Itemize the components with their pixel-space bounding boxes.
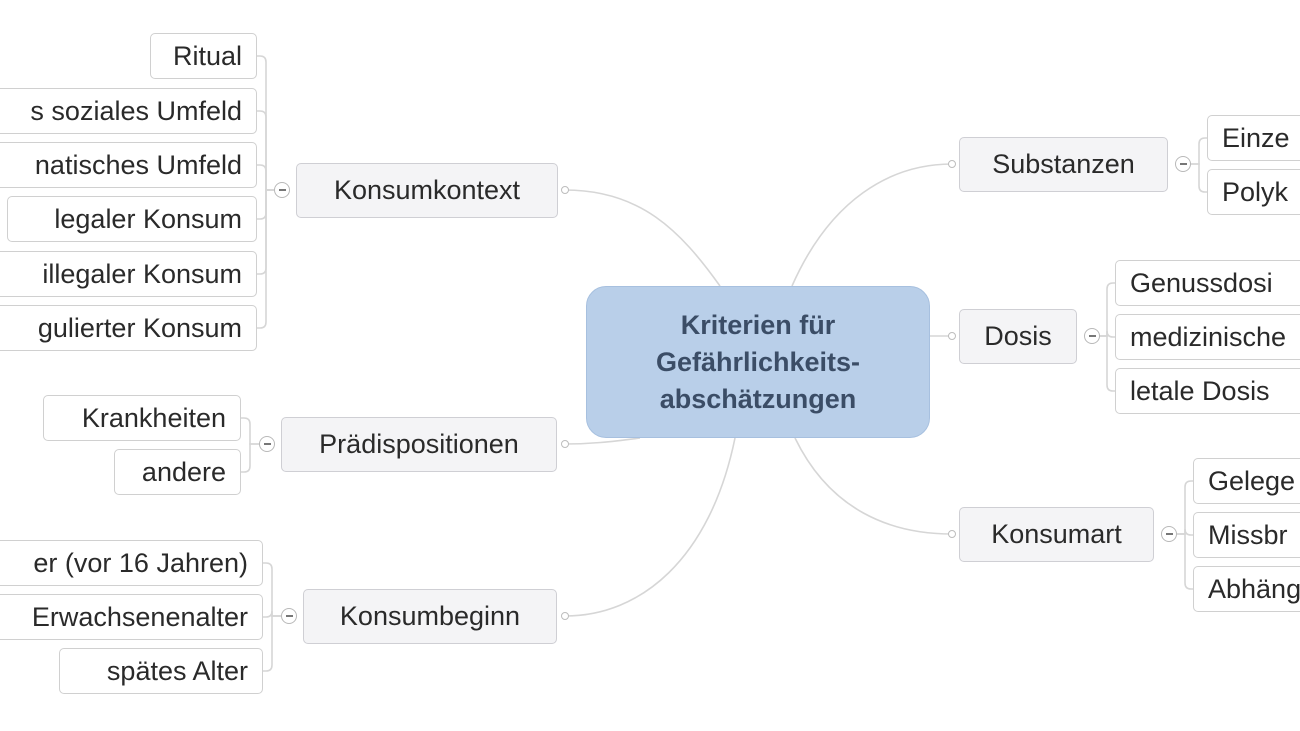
- branch-connector: [791, 163, 953, 287]
- subtopic-label: Polyk: [1222, 176, 1289, 207]
- subtopic-item[interactable]: spätes Alter: [59, 648, 263, 694]
- minus-icon: [1088, 335, 1096, 337]
- subtopic-label: gulierter Konsum: [37, 312, 242, 343]
- subtopic-label: illegaler Konsum: [42, 258, 242, 289]
- connector-dot: [561, 612, 569, 620]
- topic-konsumart[interactable]: Konsumart: [959, 507, 1154, 562]
- subtopic-label: legaler Konsum: [54, 203, 242, 234]
- subtopic-connector: [1100, 330, 1115, 338]
- branch-connector: [564, 437, 641, 445]
- minus-icon: [278, 189, 286, 191]
- topic-label: Konsumkontext: [333, 175, 521, 205]
- subtopic-label: Genussdosi: [1130, 267, 1273, 298]
- subtopic-item[interactable]: Ritual: [150, 33, 257, 79]
- subtopic-label: Erwachsenenalter: [31, 601, 248, 632]
- subtopic-connector: [241, 417, 259, 445]
- subtopic-label: s soziales Umfeld: [30, 95, 242, 126]
- topic-label: Konsumbeginn: [339, 601, 521, 631]
- subtopic-label: letale Dosis: [1130, 375, 1270, 406]
- collapse-toggle-praedispositionen[interactable]: [259, 436, 275, 452]
- subtopic-item[interactable]: natisches Umfeld: [0, 142, 257, 188]
- collapse-toggle-konsumart[interactable]: [1161, 526, 1177, 542]
- subtopic-item[interactable]: legaler Konsum: [7, 196, 257, 242]
- subtopic-label: natisches Umfeld: [34, 149, 242, 180]
- topic-label: Prädispositionen: [319, 429, 519, 459]
- subtopic-connector: [263, 610, 281, 618]
- subtopic-label: Ritual: [172, 40, 242, 71]
- topic-substanzen[interactable]: Substanzen: [959, 137, 1168, 192]
- minus-icon: [285, 615, 293, 617]
- subtopic-item[interactable]: er (vor 16 Jahren): [0, 540, 263, 586]
- subtopic-connector: [257, 189, 274, 329]
- subtopic-item[interactable]: letale Dosis: [1115, 368, 1300, 414]
- connector-dot: [561, 440, 569, 448]
- subtopic-item[interactable]: Abhäng: [1193, 566, 1300, 612]
- minus-icon: [1165, 533, 1173, 535]
- topic-konsumkontext[interactable]: Konsumkontext: [296, 163, 558, 218]
- subtopic-item[interactable]: medizinische: [1115, 314, 1300, 360]
- collapse-toggle-konsumbeginn[interactable]: [281, 608, 297, 624]
- subtopic-connector: [257, 110, 274, 191]
- collapse-toggle-substanzen[interactable]: [1175, 156, 1191, 172]
- subtopic-connector: [257, 55, 274, 191]
- minus-icon: [263, 443, 271, 445]
- connector-dot: [561, 186, 569, 194]
- topic-label: Konsumart: [991, 519, 1122, 549]
- topic-konsumbeginn[interactable]: Konsumbeginn: [303, 589, 557, 644]
- subtopic-connector: [1177, 533, 1193, 590]
- subtopic-connector: [263, 615, 281, 672]
- subtopic-label: Abhäng: [1208, 573, 1300, 604]
- connector-dot: [948, 530, 956, 538]
- subtopic-connector: [1100, 282, 1115, 337]
- subtopic-connector: [1191, 163, 1207, 193]
- connector-dot: [948, 160, 956, 168]
- subtopic-label: spätes Alter: [106, 655, 248, 686]
- branch-connector: [794, 437, 953, 535]
- subtopic-item[interactable]: Gelege: [1193, 458, 1300, 504]
- subtopic-connector: [1177, 480, 1193, 535]
- central-topic[interactable]: Kriterien für Gefährlichkeits- abschätzu…: [586, 286, 930, 438]
- subtopic-item[interactable]: s soziales Umfeld: [0, 88, 257, 134]
- subtopic-connector: [1177, 528, 1193, 536]
- subtopic-label: Krankheiten: [81, 402, 226, 433]
- minus-icon: [1179, 163, 1187, 165]
- branch-connector: [564, 189, 721, 287]
- topic-dosis[interactable]: Dosis: [959, 309, 1077, 364]
- subtopic-label: er (vor 16 Jahren): [33, 547, 248, 578]
- subtopic-label: Gelege: [1208, 465, 1296, 496]
- topic-label: Substanzen: [992, 149, 1135, 179]
- subtopic-label: Missbr: [1208, 519, 1288, 550]
- connector-dot: [948, 332, 956, 340]
- topic-praedispositionen[interactable]: Prädispositionen: [281, 417, 557, 472]
- subtopic-connector: [241, 443, 259, 473]
- subtopic-label: medizinische: [1130, 321, 1287, 352]
- subtopic-item[interactable]: Polyk: [1207, 169, 1300, 215]
- subtopic-label: andere: [141, 456, 226, 487]
- central-topic-label: Kriterien für Gefährlichkeits- abschätzu…: [655, 309, 861, 414]
- subtopic-item[interactable]: gulierter Konsum: [0, 305, 257, 351]
- branch-connector: [564, 437, 736, 617]
- subtopic-connector: [1100, 335, 1115, 392]
- subtopic-item[interactable]: illegaler Konsum: [0, 251, 257, 297]
- subtopic-item[interactable]: Krankheiten: [43, 395, 241, 441]
- subtopic-label: Einze: [1222, 122, 1290, 153]
- subtopic-item[interactable]: Einze: [1207, 115, 1300, 161]
- subtopic-connector: [263, 562, 281, 617]
- collapse-toggle-konsumkontext[interactable]: [274, 182, 290, 198]
- subtopic-item[interactable]: Erwachsenenalter: [0, 594, 263, 640]
- subtopic-item[interactable]: Genussdosi: [1115, 260, 1300, 306]
- subtopic-item[interactable]: Missbr: [1193, 512, 1300, 558]
- subtopic-connector: [257, 164, 274, 191]
- subtopic-item[interactable]: andere: [114, 449, 241, 495]
- collapse-toggle-dosis[interactable]: [1084, 328, 1100, 344]
- subtopic-connector: [1191, 137, 1207, 165]
- topic-label: Dosis: [984, 321, 1052, 351]
